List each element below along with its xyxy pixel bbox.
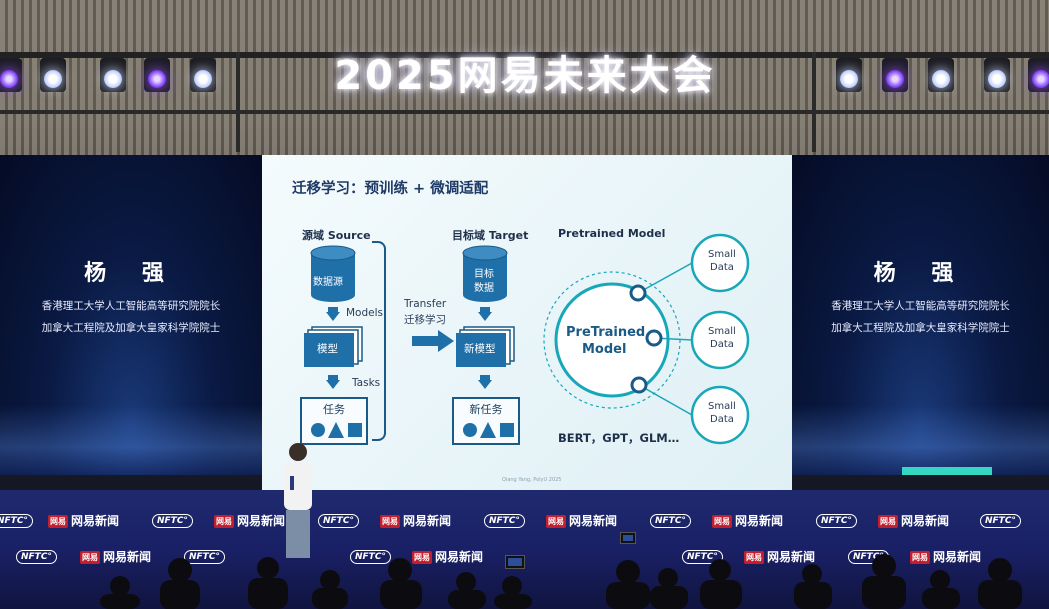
new-task-label: 新任务 bbox=[469, 403, 503, 416]
wood-slat-wall bbox=[0, 0, 1049, 155]
presentation-slide: 迁移学习：预训练 + 微调适配 源域 Source 数据源 Models 模型 … bbox=[262, 155, 792, 490]
stage-light bbox=[100, 58, 126, 102]
netease-news-logo: 网易网易新闻 bbox=[214, 514, 286, 528]
left-side-screen: 杨 强 香港理工大学人工智能高等研究院院长 加拿大工程院及加拿大皇家科学院院士 bbox=[0, 155, 262, 475]
small-data-1-line1: Small bbox=[708, 249, 736, 260]
bracket bbox=[372, 241, 386, 441]
speaker-name: 杨 强 bbox=[84, 261, 178, 286]
nftc-logo: NFTC° bbox=[152, 514, 193, 528]
database-icon bbox=[310, 245, 356, 302]
source-label: 源域 Source bbox=[302, 229, 371, 242]
netease-news-logo: 网易网易新闻 bbox=[878, 514, 950, 528]
slide-title: 迁移学习：预训练 + 微调适配 bbox=[292, 181, 489, 197]
pretrained-center-line2: Model bbox=[582, 342, 627, 357]
stage-light bbox=[144, 58, 170, 102]
nftc-logo: NFTC° bbox=[816, 514, 857, 528]
horizon-glow bbox=[792, 405, 1049, 475]
arrow-down-icon bbox=[478, 307, 492, 321]
small-data-2-line2: Data bbox=[710, 339, 734, 350]
nftc-logo: NFTC° bbox=[16, 550, 57, 564]
netease-news-logo: 网易网易新闻 bbox=[712, 514, 784, 528]
event-sign: 2025网易未来大会 bbox=[334, 53, 716, 99]
task-box: 任务 bbox=[300, 397, 368, 445]
arrow-right-icon bbox=[412, 330, 454, 352]
netease-news-logo: 网易网易新闻 bbox=[910, 550, 982, 564]
stage-light bbox=[984, 58, 1010, 102]
slide-footer: Qiang Yang, PolyU 2025 bbox=[502, 477, 562, 483]
nftc-logo: NFTC° bbox=[350, 550, 391, 564]
model-stack-icon bbox=[456, 326, 515, 367]
netease-news-logo: 网易网易新闻 bbox=[380, 514, 452, 528]
shapes-icon bbox=[463, 422, 514, 438]
speaker-person bbox=[284, 443, 312, 558]
stage-light bbox=[836, 58, 862, 102]
nftc-logo: NFTC° bbox=[682, 550, 723, 564]
horizon-glow bbox=[0, 405, 262, 475]
stage-light bbox=[928, 58, 954, 102]
nftc-logo: NFTC° bbox=[980, 514, 1021, 528]
transfer-label-cn: 迁移学习 bbox=[404, 314, 446, 326]
task-label: 任务 bbox=[323, 403, 345, 416]
model-stack-icon bbox=[304, 326, 363, 367]
nftc-logo: NFTC° bbox=[184, 550, 225, 564]
nftc-logo: NFTC° bbox=[0, 514, 33, 528]
speaker-title-line1: 香港理工大学人工智能高等研究院院长 bbox=[831, 300, 1010, 312]
target-db-line1: 目标 bbox=[474, 269, 494, 280]
arrow-down-icon bbox=[326, 375, 340, 389]
lighting-truss-lower bbox=[0, 110, 1049, 114]
right-side-screen: 杨 强 香港理工大学人工智能高等研究院院长 加拿大工程院及加拿大皇家科学院院士 bbox=[792, 155, 1049, 475]
tasks-label: Tasks bbox=[352, 377, 381, 389]
netease-news-logo: 网易网易新闻 bbox=[546, 514, 618, 528]
arrow-down-icon bbox=[326, 307, 340, 321]
pretrained-header: Pretrained Model bbox=[558, 227, 666, 240]
transfer-label-en: Transfer bbox=[404, 298, 447, 310]
arrow-down-icon bbox=[478, 375, 492, 389]
stage-light bbox=[882, 58, 908, 102]
nftc-logo: NFTC° bbox=[484, 514, 525, 528]
small-data-3-line1: Small bbox=[708, 401, 736, 412]
stage-light bbox=[0, 58, 22, 102]
accent-bar bbox=[902, 467, 992, 475]
lighting-truss bbox=[0, 52, 1049, 58]
new-task-box: 新任务 bbox=[452, 397, 520, 445]
new-model-label: 新模型 bbox=[464, 343, 496, 355]
database-icon bbox=[462, 245, 508, 302]
stage-light bbox=[1028, 58, 1049, 102]
speaker-title-line2: 加拿大工程院及加拿大皇家科学院院士 bbox=[831, 322, 1010, 334]
speaker-title-line1: 香港理工大学人工智能高等研究院院长 bbox=[41, 300, 221, 312]
source-db-label: 数据源 bbox=[313, 277, 343, 288]
stage-light bbox=[40, 58, 66, 102]
netease-news-logo: 网易网易新闻 bbox=[412, 550, 484, 564]
pretrained-diagram bbox=[543, 233, 750, 445]
truss-post bbox=[812, 52, 816, 152]
small-data-1-line2: Data bbox=[710, 262, 734, 273]
raised-phone bbox=[505, 555, 525, 569]
target-label: 目标域 Target bbox=[452, 229, 529, 242]
small-data-3-line2: Data bbox=[710, 414, 734, 425]
models-list: BERT，GPT，GLM… bbox=[558, 431, 680, 445]
speaker-title-line2: 加拿大工程院及加拿大皇家科学院院士 bbox=[41, 322, 221, 334]
stage-light bbox=[190, 58, 216, 102]
target-db-line2: 数据 bbox=[474, 283, 494, 294]
nftc-logo: NFTC° bbox=[318, 514, 359, 528]
audience-silhouettes bbox=[100, 554, 1022, 609]
raised-phone bbox=[620, 532, 636, 544]
truss-post bbox=[236, 52, 240, 152]
netease-news-logo: 网易网易新闻 bbox=[48, 514, 120, 528]
netease-news-logo: 网易网易新闻 bbox=[744, 550, 816, 564]
model-label: 模型 bbox=[317, 343, 338, 355]
nftc-logo: NFTC° bbox=[650, 514, 691, 528]
small-data-2-line1: Small bbox=[708, 326, 736, 337]
shapes-icon bbox=[311, 422, 362, 438]
pretrained-center-line1: PreTrained bbox=[566, 325, 646, 340]
netease-news-logo: 网易网易新闻 bbox=[80, 550, 152, 564]
models-label: Models bbox=[346, 307, 383, 319]
speaker-name: 杨 强 bbox=[873, 261, 968, 286]
